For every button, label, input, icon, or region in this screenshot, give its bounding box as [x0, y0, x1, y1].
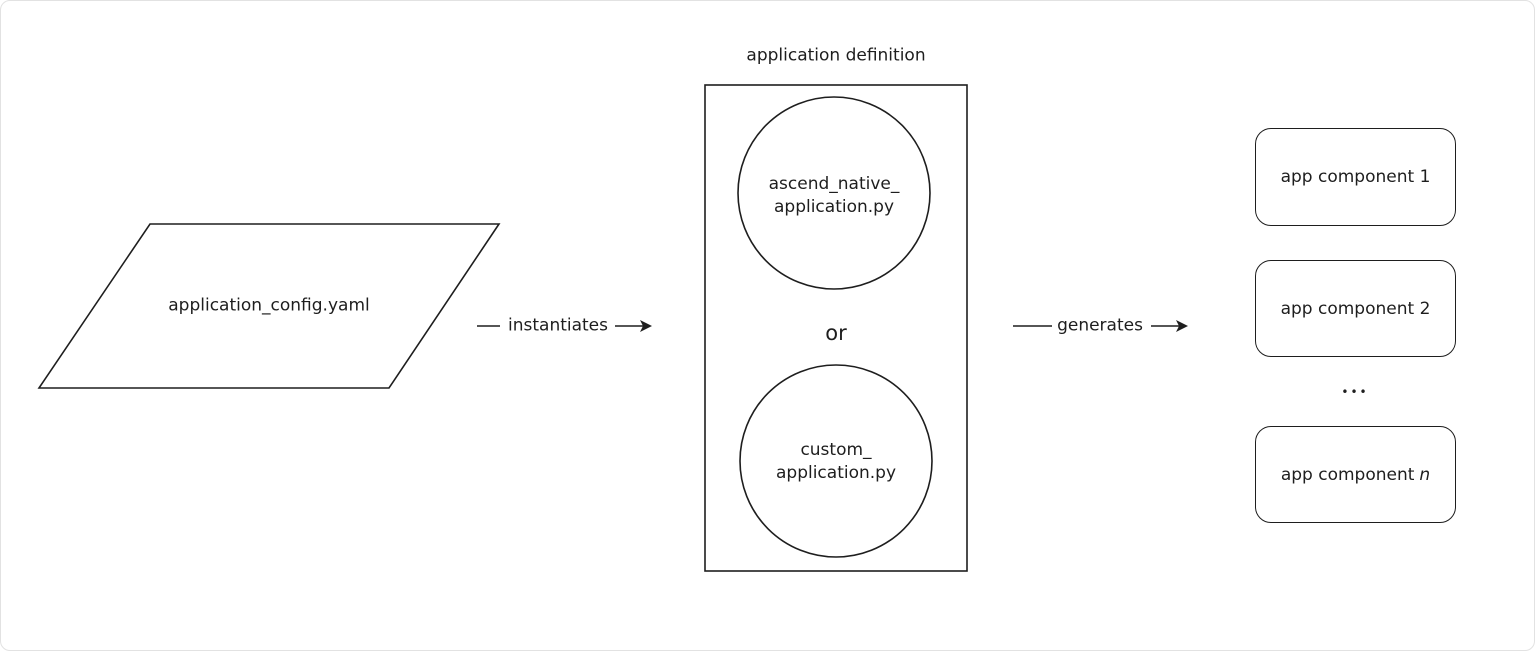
app-component-1: app component 1 [1255, 128, 1456, 226]
ascend-native-line2: application.py [773, 197, 895, 217]
ascend-native-line1: ascend_native_ [768, 174, 900, 195]
ascend-native-circle [737, 96, 931, 290]
app-component-n-suffix: n [1419, 464, 1431, 485]
custom-app-label: custom_ application.py [776, 439, 896, 485]
config-parallelogram [37, 223, 501, 389]
custom-app-line1: custom_ [800, 440, 872, 461]
app-component-2: app component 2 [1255, 260, 1456, 357]
config-file-label: application_config.yaml [168, 295, 370, 316]
app-component-2-label: app component 2 [1280, 298, 1431, 319]
custom-app-circle [739, 364, 933, 558]
application-definition-title: application definition [746, 45, 926, 66]
app-component-n-label: app component [1280, 464, 1415, 485]
instantiates-label: instantiates [508, 315, 608, 336]
custom-app-line2: application.py [775, 463, 897, 483]
or-separator: or [825, 320, 847, 345]
app-component-1-label: app component 1 [1280, 167, 1431, 187]
generates-label: generates [1057, 315, 1143, 336]
ellipsis-icon: ••• [1341, 384, 1369, 399]
ascend-native-label: ascend_native_ application.py [769, 173, 900, 219]
